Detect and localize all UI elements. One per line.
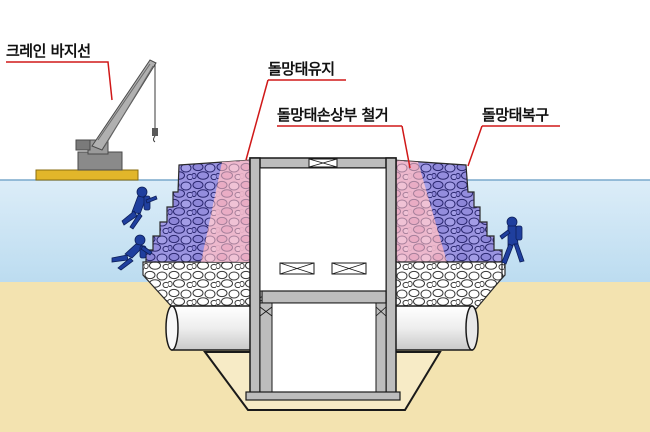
pipe-left-end	[165, 305, 179, 351]
pipe-right	[385, 305, 473, 351]
leader-riprap-removal	[401, 125, 411, 169]
caisson-structure	[245, 157, 401, 401]
cross-box-icon	[279, 262, 315, 275]
label-riprap-maintain: 돌망태유지	[268, 60, 335, 78]
cross-box-icon	[331, 262, 367, 275]
leader-lines	[6, 61, 560, 169]
label-riprap-restore: 돌망태복구	[482, 106, 549, 124]
crane-icon	[75, 59, 158, 171]
leader-crane-barge	[6, 61, 113, 101]
cross-box-icon	[308, 158, 338, 168]
diver-icon	[111, 234, 153, 271]
riprap-right-damaged-zone	[392, 160, 447, 262]
leader-riprap-restore	[467, 125, 483, 167]
label-riprap-damaged-removal: 돌망태손상부 철거	[277, 106, 389, 124]
label-crane-barge: 크레인 바지선	[6, 42, 91, 60]
leader-riprap-maintain	[245, 79, 269, 161]
barge	[35, 169, 139, 181]
riprap-left-removal-zone	[201, 160, 252, 262]
pipe-right-end	[465, 305, 479, 351]
diver-icon	[499, 216, 525, 265]
pipe-left	[171, 305, 263, 351]
diver-icon	[121, 186, 158, 230]
